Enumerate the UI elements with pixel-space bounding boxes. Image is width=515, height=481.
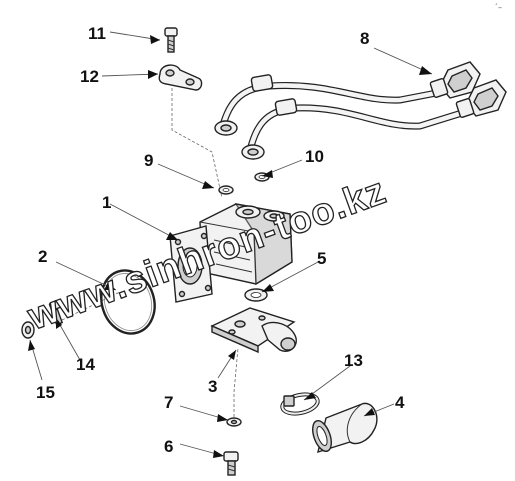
callout-label-6: 6 [164, 437, 173, 456]
callout-label-1: 1 [102, 193, 111, 212]
hose-part-4 [312, 402, 378, 454]
bolt-part-11 [164, 27, 178, 53]
washer-part-15 [21, 321, 35, 339]
washer-part-7 [226, 417, 242, 427]
callout-label-8: 8 [360, 29, 369, 48]
leader-arrowheads [28, 35, 432, 458]
callout-label-11: 11 [88, 24, 106, 43]
callout-label-4: 4 [395, 393, 405, 412]
callout-label-14: 14 [76, 355, 95, 374]
callout-label-9: 9 [144, 151, 153, 170]
callout-label-2: 2 [38, 247, 47, 266]
seal-ring-part-5 [244, 288, 268, 302]
hose-clamp-part-13 [280, 392, 320, 416]
valve-body-part-1 [169, 203, 293, 303]
callout-label-13: 13 [344, 351, 363, 370]
callout-label-15: 15 [36, 383, 55, 402]
callout-label-7: 7 [164, 393, 173, 412]
clamp-bracket-part-12 [158, 64, 203, 91]
bolt-part-6 [223, 451, 239, 476]
corner-mark: ´– [494, 2, 502, 12]
callout-labels: 1 2 3 4 5 6 7 8 9 10 11 12 13 14 15 [36, 24, 405, 456]
watermark-text: www.sinhron-too.kz [22, 170, 392, 339]
callout-label-5: 5 [317, 249, 326, 268]
hydraulic-lines-part-8 [214, 61, 507, 160]
o-ring-part-9 [218, 185, 234, 195]
callout-label-10: 10 [305, 147, 324, 166]
flange-elbow-part-3 [210, 307, 297, 354]
large-o-ring-part-2 [100, 269, 156, 335]
assembly-guide-lines [61, 88, 239, 422]
callout-label-12: 12 [80, 67, 99, 86]
callout-label-3: 3 [208, 377, 217, 396]
